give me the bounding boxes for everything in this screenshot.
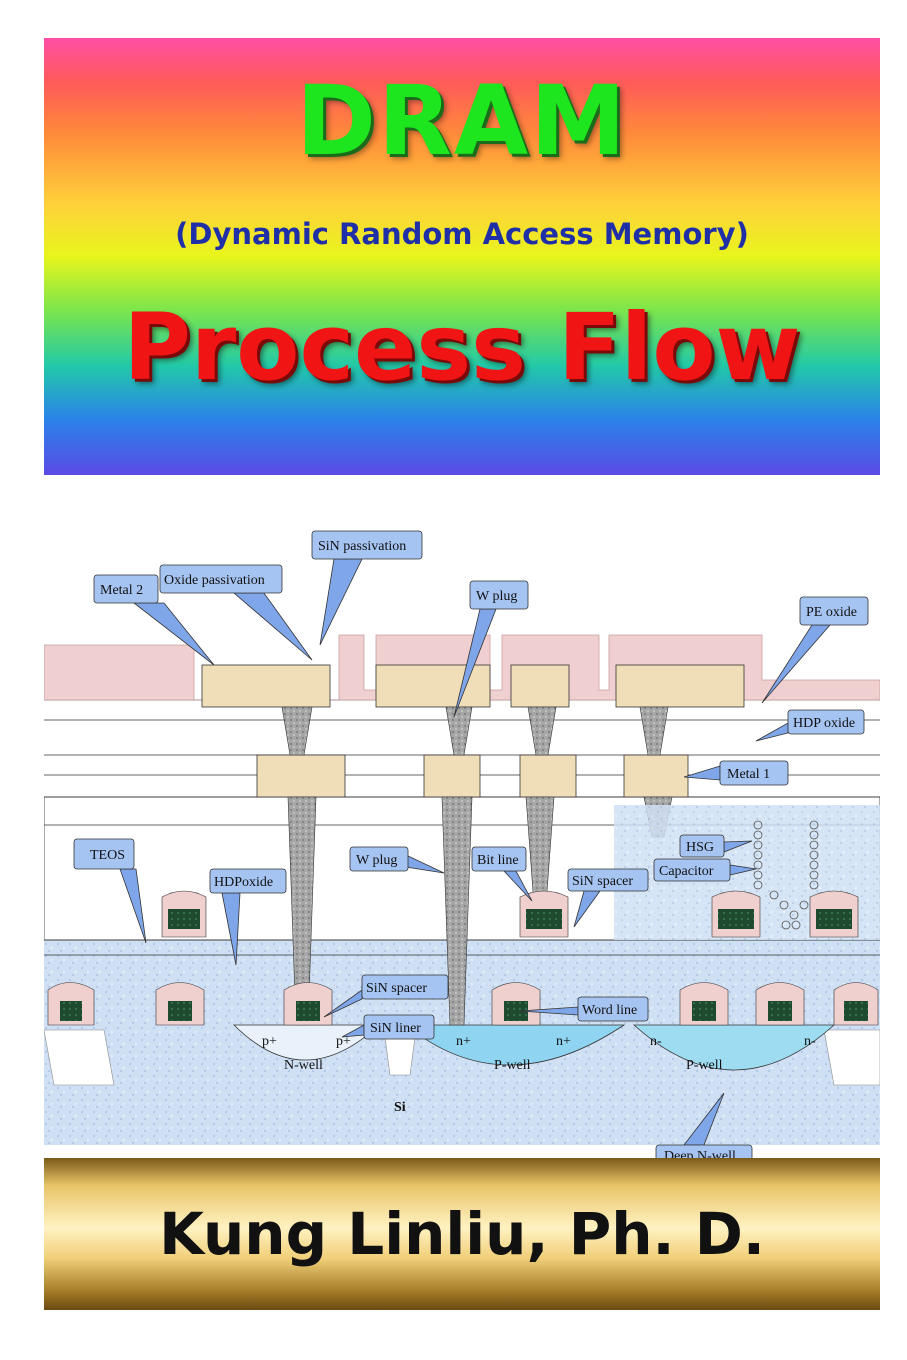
svg-text:Oxide passivation: Oxide passivation [164, 573, 265, 588]
callout-metal2: Metal 2 [93, 574, 215, 666]
n-minus-label: n- [650, 1034, 662, 1049]
p-well-region-2 [632, 1024, 836, 1071]
p-plus-label: p+ [262, 1034, 277, 1049]
w-plug [281, 706, 313, 756]
p-well-region [404, 1024, 626, 1066]
svg-text:HSG: HSG [686, 840, 714, 855]
callout-pe-oxide: PE oxide [761, 596, 869, 704]
metal1-block [623, 754, 689, 798]
bitline-stack [161, 890, 859, 938]
sti-trench [823, 1029, 880, 1086]
metal1-block [256, 754, 346, 798]
svg-text:SiN passivation: SiN passivation [318, 539, 406, 554]
svg-text:HDP oxide: HDP oxide [793, 716, 855, 731]
callout-hsg: HSG [679, 834, 753, 858]
metal2-block [201, 664, 331, 708]
author-bar: Kung Linliu, Ph. D. [44, 1158, 880, 1310]
callout-sin-spacer-right: SiN spacer [567, 868, 649, 928]
n-plus-label: n+ [456, 1034, 471, 1049]
callout-w-plug-mid: W plug [349, 846, 445, 874]
title-secondary: Process Flow [123, 294, 801, 401]
si-label: Si [394, 1100, 406, 1115]
wordline-gates [47, 982, 879, 1026]
callout-teos: TEOS [73, 838, 147, 944]
p-well-label: P-well [494, 1058, 531, 1073]
callout-hdp-oxide-top: HDP oxide [755, 709, 865, 742]
svg-text:PE oxide: PE oxide [806, 605, 857, 620]
callout-metal1: Metal 1 [683, 760, 789, 786]
author-name: Kung Linliu, Ph. D. [159, 1200, 765, 1268]
svg-text:Metal 1: Metal 1 [727, 767, 770, 782]
svg-text:SiN spacer: SiN spacer [366, 981, 427, 996]
book-cover: DRAM (Dynamic Random Access Memory) Proc… [44, 38, 880, 1310]
title-main: DRAM [296, 65, 628, 177]
svg-text:W plug: W plug [476, 589, 517, 604]
callout-hdp-oxide-left: HDPoxide [209, 868, 287, 966]
subtitle: (Dynamic Random Access Memory) [175, 217, 749, 251]
svg-text:W plug: W plug [356, 853, 397, 868]
w-plug [441, 796, 473, 1026]
n-plus-label: n+ [556, 1034, 571, 1049]
dram-cross-section-diagram: N-well p+ p+ P-well n+ n+ P-well n- n- S… [44, 530, 880, 1165]
metal2-block [510, 664, 570, 708]
svg-text:SiN liner: SiN liner [370, 1021, 421, 1036]
w-plug [639, 706, 669, 756]
callout-sin-spacer-left: SiN spacer [323, 974, 449, 1018]
callout-capacitor: Capacitor [653, 858, 757, 882]
callout-sin-passivation: SiN passivation [311, 530, 423, 646]
metal1-block [519, 754, 577, 798]
callout-oxide-passivation: Oxide passivation [159, 564, 313, 661]
callout-w-plug-top: W plug [453, 580, 529, 718]
svg-text:TEOS: TEOS [90, 848, 125, 863]
callout-sin-liner: SiN liner [341, 1014, 435, 1040]
p-plus-label: p+ [336, 1034, 351, 1049]
metal1-block [423, 754, 481, 798]
n-well-label: N-well [284, 1058, 323, 1073]
sti-trench [44, 1029, 115, 1086]
metal2-block [375, 664, 491, 708]
metal2-block [615, 664, 745, 708]
p-well-label: P-well [686, 1058, 723, 1073]
callout-word-line: Word line [519, 996, 649, 1022]
svg-text:Capacitor: Capacitor [659, 864, 714, 879]
title-banner: DRAM (Dynamic Random Access Memory) Proc… [44, 38, 880, 475]
w-plug [527, 706, 557, 756]
hsg-grains [753, 820, 819, 930]
svg-text:Word line: Word line [582, 1003, 637, 1018]
n-minus-label: n- [804, 1034, 816, 1049]
svg-text:Metal 2: Metal 2 [100, 583, 143, 598]
callout-bit-line: Bit line [471, 846, 533, 902]
svg-text:HDPoxide: HDPoxide [214, 875, 273, 890]
svg-text:Bit line: Bit line [477, 853, 519, 868]
w-plug [445, 706, 473, 756]
svg-text:SiN spacer: SiN spacer [572, 874, 633, 889]
